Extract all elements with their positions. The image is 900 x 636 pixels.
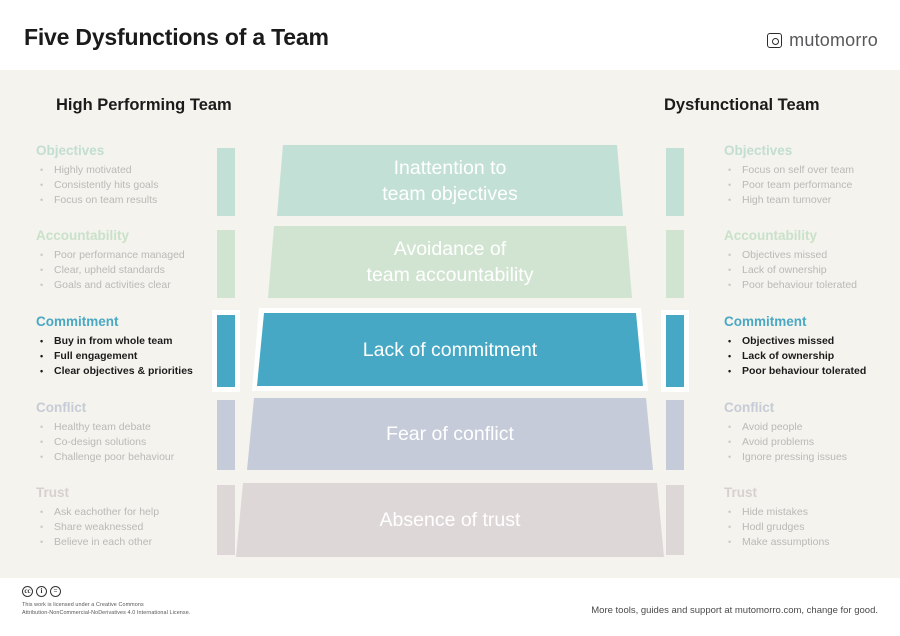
text-block-left-conflict: ConflictHealthy team debateCo-design sol…: [36, 400, 221, 465]
list-item: Focus on team results: [36, 193, 221, 208]
block-title-right-accountability: Accountability: [724, 228, 818, 243]
brand-name: mutomorro: [789, 30, 878, 50]
band-label-commitment: Lack of commitment: [362, 338, 538, 361]
block-bullets-right-objectives: Focus on self over teamPoor team perform…: [724, 163, 900, 208]
list-item: Clear, upheld standards: [36, 263, 221, 278]
cc-cc-icon: cc: [22, 586, 33, 597]
list-item: Poor team performance: [724, 178, 900, 193]
license-text: This work is licensed under a Creative C…: [22, 602, 191, 616]
block-title-right-trust: Trust: [724, 485, 758, 500]
side-bar-right-accountability: [666, 230, 684, 298]
text-block-left-commitment: CommitmentBuy in from whole teamFull eng…: [36, 314, 221, 379]
side-bar-left-commitment: [212, 310, 240, 392]
text-block-right-commitment: CommitmentObjectives missedLack of owner…: [724, 314, 900, 379]
side-bar-left-accountability: [217, 230, 235, 298]
block-title-right-conflict: Conflict: [724, 400, 775, 415]
block-bullets-right-accountability: Objectives missedLack of ownershipPoor b…: [724, 248, 900, 293]
block-bullets-left-trust: Ask eachother for helpShare weaknessedBe…: [36, 505, 221, 550]
text-block-right-trust: TrustHide mistakesHodl grudgesMake assum…: [724, 485, 900, 550]
block-title-right-objectives: Objectives: [724, 143, 793, 158]
list-item: Poor performance managed: [36, 248, 221, 263]
header-bar: Five Dysfunctions of a Team mutomorro: [0, 0, 900, 70]
band-label-conflict: Fear of conflict: [386, 423, 514, 445]
list-item: Healthy team debate: [36, 420, 221, 435]
side-bar-right-trust: [666, 485, 684, 555]
page-title: Five Dysfunctions of a Team: [24, 24, 329, 50]
block-title-left-objectives: Objectives: [36, 143, 105, 158]
list-item: Hodl grudges: [724, 520, 900, 535]
list-item: Make assumptions: [724, 535, 900, 550]
side-bar-right-objectives: [666, 148, 684, 216]
text-block-right-accountability: AccountabilityObjectives missedLack of o…: [724, 228, 900, 293]
text-block-left-accountability: AccountabilityPoor performance managedCl…: [36, 228, 221, 293]
list-item: Buy in from whole team: [36, 334, 221, 349]
block-bullets-right-trust: Hide mistakesHodl grudgesMake assumption…: [724, 505, 900, 550]
footer-note: More tools, guides and support at mutomo…: [591, 605, 878, 616]
brand-logo: mutomorro: [767, 30, 878, 51]
block-title-left-trust: Trust: [36, 485, 70, 500]
list-item: Share weaknessed: [36, 520, 221, 535]
block-title-right-commitment: Commitment: [724, 314, 807, 329]
list-item: Avoid problems: [724, 435, 900, 450]
list-item: High team turnover: [724, 193, 900, 208]
block-bullets-left-commitment: Buy in from whole teamFull engagementCle…: [36, 334, 221, 379]
block-bullets-right-conflict: Avoid peopleAvoid problemsIgnore pressin…: [724, 420, 900, 465]
list-item: Focus on self over team: [724, 163, 900, 178]
band-label-trust: Absence of trust: [379, 509, 521, 531]
diagram-canvas: High Performing Team Dysfunctional Team …: [0, 70, 900, 578]
list-item: Believe in each other: [36, 535, 221, 550]
band-label-objectives: Inattention to team objectives: [382, 156, 518, 205]
list-item: Hide mistakes: [724, 505, 900, 520]
side-bar-right-conflict: [666, 400, 684, 470]
framed-circle-logo-icon: [767, 33, 783, 48]
list-item: Consistently hits goals: [36, 178, 221, 193]
side-bar-left-conflict: [217, 400, 235, 470]
block-bullets-right-commitment: Objectives missedLack of ownershipPoor b…: [724, 334, 900, 379]
list-item: Goals and activities clear: [36, 278, 221, 293]
text-block-right-objectives: ObjectivesFocus on self over teamPoor te…: [724, 143, 900, 208]
list-item: Co-design solutions: [36, 435, 221, 450]
list-item: Lack of ownership: [724, 349, 900, 364]
side-bar-left-trust: [217, 485, 235, 555]
cc-by-icon: i: [36, 586, 47, 597]
list-item: Full engagement: [36, 349, 221, 364]
list-item: Avoid people: [724, 420, 900, 435]
list-item: Clear objectives & priorities: [36, 364, 221, 379]
list-item: Poor behaviour tolerated: [724, 278, 900, 293]
list-item: Highly motivated: [36, 163, 221, 178]
list-item: Objectives missed: [724, 334, 900, 349]
text-block-left-trust: TrustAsk eachother for helpShare weaknes…: [36, 485, 221, 550]
block-bullets-left-accountability: Poor performance managedClear, upheld st…: [36, 248, 221, 293]
block-bullets-left-conflict: Healthy team debateCo-design solutionsCh…: [36, 420, 221, 465]
side-bar-right-commitment: [661, 310, 689, 392]
text-block-right-conflict: ConflictAvoid peopleAvoid problemsIgnore…: [724, 400, 900, 465]
cc-nd-icon: =: [50, 586, 61, 597]
list-item: Poor behaviour tolerated: [724, 364, 900, 379]
column-heading-high-performing: High Performing Team: [56, 96, 232, 114]
side-bar-left-objectives: [217, 148, 235, 216]
block-title-left-conflict: Conflict: [36, 400, 87, 415]
block-bullets-left-objectives: Highly motivatedConsistently hits goalsF…: [36, 163, 221, 208]
list-item: Lack of ownership: [724, 263, 900, 278]
band-label-accountability: Avoidance of team accountability: [366, 238, 534, 286]
block-title-left-accountability: Accountability: [36, 228, 130, 243]
text-block-left-objectives: ObjectivesHighly motivatedConsistently h…: [36, 143, 221, 208]
column-heading-dysfunctional: Dysfunctional Team: [664, 96, 820, 114]
list-item: Objectives missed: [724, 248, 900, 263]
list-item: Challenge poor behaviour: [36, 450, 221, 465]
list-item: Ignore pressing issues: [724, 450, 900, 465]
block-title-left-commitment: Commitment: [36, 314, 119, 329]
list-item: Ask eachother for help: [36, 505, 221, 520]
